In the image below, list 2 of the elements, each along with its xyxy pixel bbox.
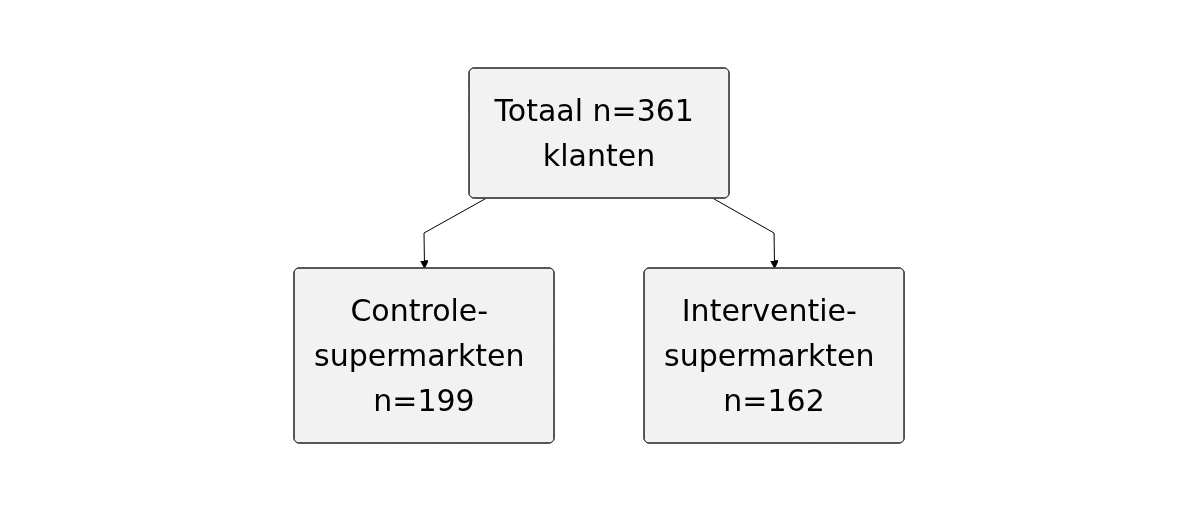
arrow [419, 198, 487, 269]
arrow [712, 198, 779, 269]
